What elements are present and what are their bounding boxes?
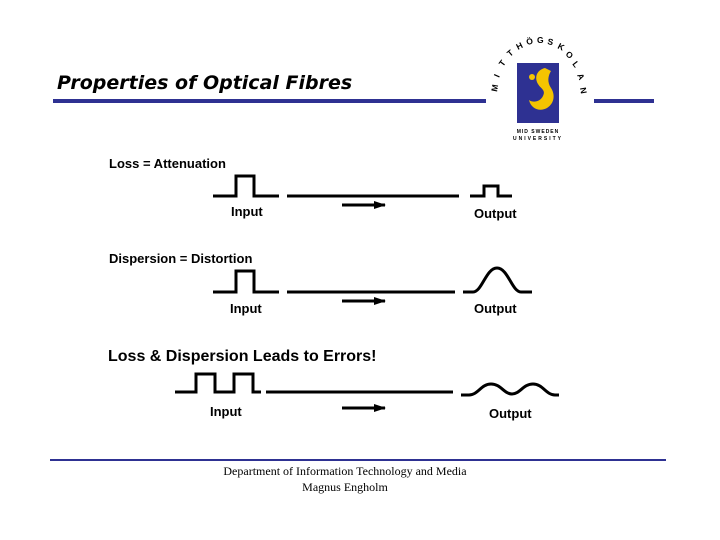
output-label: Output <box>489 406 532 421</box>
input-pulse <box>213 174 279 198</box>
diagram-heading: Loss & Dispersion Leads to Errors! <box>108 348 377 365</box>
logo-arc-letter: S <box>547 36 555 47</box>
slide-title: Properties of Optical Fibres <box>57 72 353 94</box>
diagram-heading: Dispersion = Distortion <box>109 251 252 266</box>
university-logo: M I T T H Ö G S K O L A N MID SWEDEN UNI… <box>489 35 589 142</box>
footer-department: Department of Information Technology and… <box>223 464 467 478</box>
logo-arc-letter: T <box>505 47 516 59</box>
logo-arc-text: M I T T H Ö G S K O L A N <box>489 35 589 94</box>
title-underline-right <box>594 99 654 103</box>
logo-arc-letter: T <box>497 57 509 68</box>
logo-name-line2: UNIVERSITY <box>513 136 563 142</box>
diagram-loss-attenuation: Loss = Attenuation Input Output <box>109 156 517 221</box>
output-pulse-attenuated <box>470 184 512 198</box>
logo-arc-letter: L <box>570 59 581 69</box>
logo-arc-letter: O <box>564 49 576 61</box>
logo-arc-letter: K <box>556 41 567 53</box>
logo-name-line1: MID SWEDEN <box>517 129 560 135</box>
input-label: Input <box>231 204 263 219</box>
logo-arc-letter: A <box>575 72 587 82</box>
footer-author: Magnus Engholm <box>302 480 388 494</box>
output-pulse-train-degraded <box>461 382 559 397</box>
logo-arc-letter: H <box>514 40 524 52</box>
input-pulse-train <box>175 372 261 394</box>
logo-arc-letter: M <box>489 84 500 93</box>
output-label: Output <box>474 301 517 316</box>
output-pulse-spread <box>463 266 532 294</box>
logo-arc-letter: I <box>492 73 502 79</box>
input-label: Input <box>210 404 242 419</box>
output-label: Output <box>474 206 517 221</box>
footer-rule <box>50 459 666 461</box>
logo-arc-letter: N <box>578 87 589 95</box>
logo-emblem <box>517 63 559 123</box>
logo-arc-letter: Ö <box>525 36 534 47</box>
diagram-heading: Loss = Attenuation <box>109 156 226 171</box>
title-underline-left <box>53 99 486 103</box>
input-pulse <box>213 269 279 294</box>
diagram-dispersion-distortion: Dispersion = Distortion Input Output <box>109 251 532 316</box>
input-label: Input <box>230 301 262 316</box>
logo-arc-letter: G <box>537 35 544 45</box>
diagram-loss-dispersion-errors: Loss & Dispersion Leads to Errors! Input… <box>108 348 559 421</box>
